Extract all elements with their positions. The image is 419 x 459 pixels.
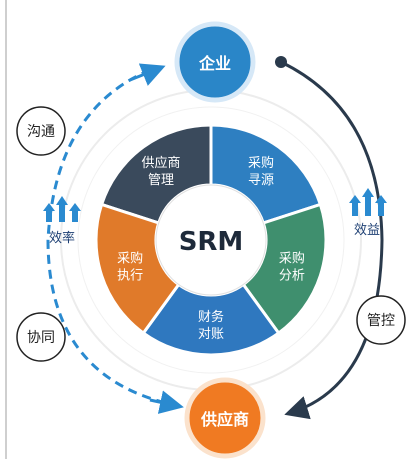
supplier-label: 供应商 — [200, 410, 249, 429]
center-label: SRM — [179, 227, 244, 257]
left-arrow-bottom — [149, 390, 184, 414]
segment-1-label-1: 采购 — [248, 155, 274, 171]
segment-1-label-2: 寻源 — [248, 173, 274, 188]
benefit-bars-icon — [349, 188, 387, 216]
control-circle — [356, 295, 406, 345]
collaborate-circle — [16, 312, 66, 362]
control-label: 管控 — [367, 313, 395, 329]
segment-0-label-1: 供应商 — [142, 155, 181, 171]
segment-4-label-2: 执行 — [117, 268, 143, 283]
benefit-label: 效益 — [354, 223, 380, 238]
segment-4-label-1: 采购 — [117, 250, 143, 266]
communicate-label: 沟通 — [27, 124, 55, 140]
enterprise-label: 企业 — [198, 54, 231, 73]
efficiency-label: 效率 — [49, 230, 75, 246]
left-dashed-arc — [46, 68, 171, 406]
collaborate-label: 协同 — [27, 330, 55, 346]
segment-3-label-2: 对账 — [198, 327, 224, 342]
center-circle — [155, 184, 267, 296]
inner-ring — [77, 106, 345, 374]
segment-3-label-1: 财务 — [198, 309, 224, 325]
segment-2-label-1: 采购 — [279, 250, 305, 266]
efficiency-bars-icon — [43, 196, 81, 222]
left-arrow-top — [129, 63, 166, 86]
communicate-circle — [16, 106, 66, 156]
right-solid-arc — [280, 60, 384, 420]
supplier-node — [184, 377, 266, 459]
segment-0-label-2: 管理 — [148, 173, 174, 188]
segment-2-label-2: 分析 — [279, 268, 305, 283]
enterprise-node — [174, 21, 256, 103]
